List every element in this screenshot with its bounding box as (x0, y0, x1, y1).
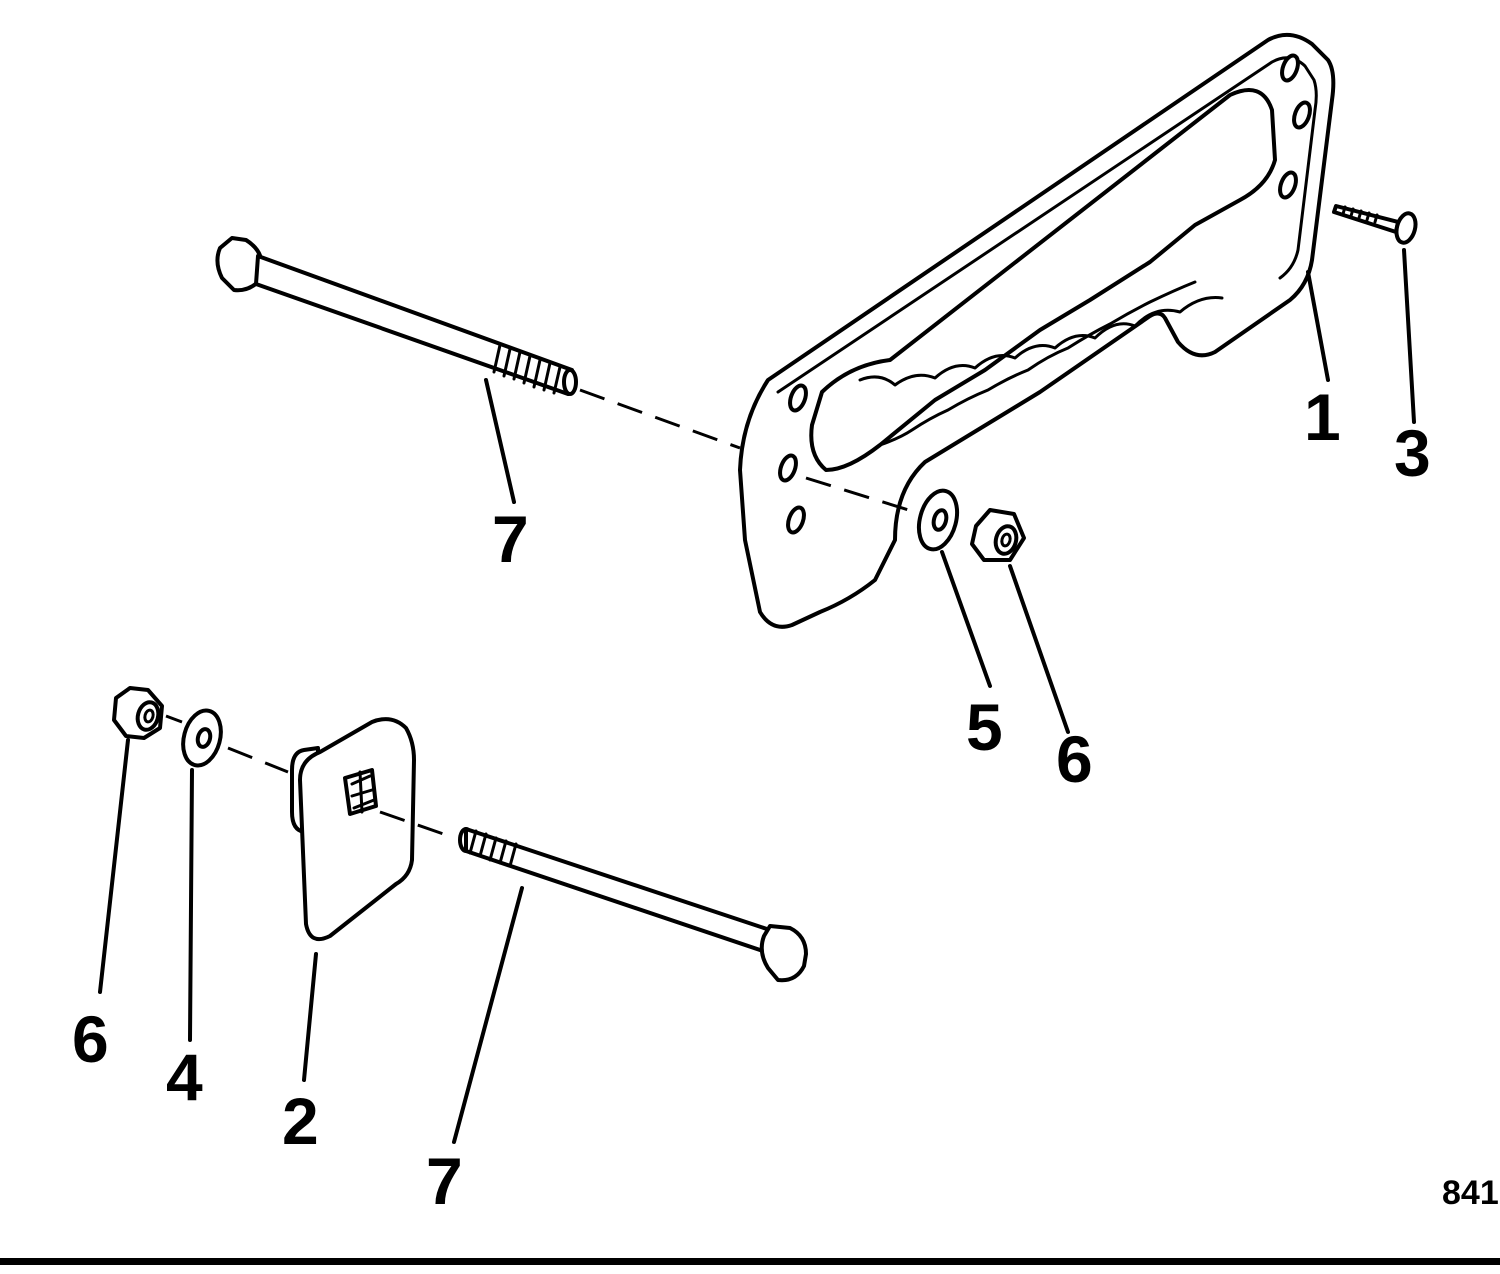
assembly-lines (165, 388, 916, 840)
bottom-rule (0, 1258, 1500, 1265)
callout-6-upper: 6 (1056, 722, 1093, 796)
hole (1280, 53, 1300, 83)
callout-4: 4 (166, 1040, 203, 1114)
leader-lines (98, 248, 1416, 1144)
callout-7-upper: 7 (492, 502, 529, 576)
callout-7-lower: 7 (426, 1144, 463, 1218)
figure-number: 841 (1442, 1174, 1499, 1212)
screw (1332, 204, 1418, 245)
callout-2: 2 (282, 1084, 319, 1158)
backing-plate (290, 717, 416, 941)
washer-upper (916, 488, 960, 552)
hole (786, 505, 806, 535)
nut-upper (970, 508, 1026, 562)
callout-5: 5 (966, 690, 1003, 764)
washer-lower (181, 708, 223, 768)
bolt-lower (458, 827, 808, 983)
hole (1292, 100, 1312, 130)
mounting-bracket (738, 32, 1336, 629)
callout-3: 3 (1394, 416, 1431, 490)
hole (788, 383, 808, 413)
hole (1278, 170, 1298, 200)
nut-lower (112, 686, 164, 740)
hole (778, 453, 798, 483)
callout-1: 1 (1304, 380, 1341, 454)
bolt-upper (215, 236, 578, 396)
callout-6-lower: 6 (72, 1002, 109, 1076)
